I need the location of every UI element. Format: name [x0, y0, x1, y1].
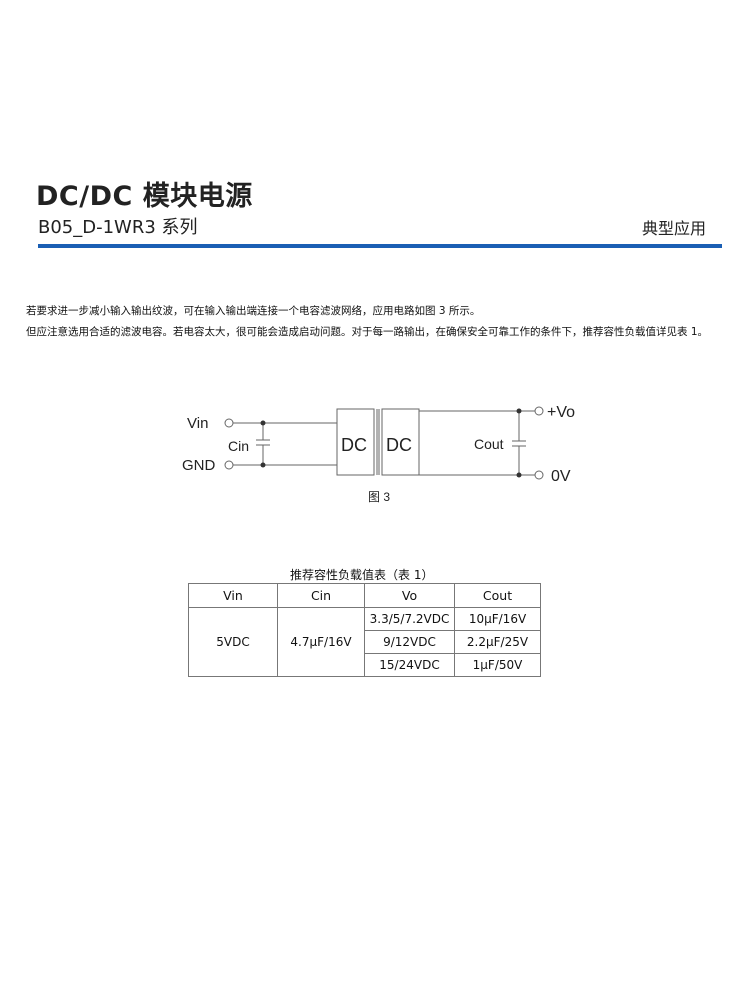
- cell-vo: 9/12VDC: [364, 630, 455, 654]
- cell-cout: 10μF/16V: [454, 607, 541, 631]
- vo-pos-label: +Vo: [547, 404, 575, 421]
- header-cin: Cin: [277, 583, 365, 608]
- header-divider: [38, 244, 722, 248]
- vo-pos-terminal: [534, 406, 544, 416]
- cin-label: Cin: [228, 438, 249, 454]
- figure-caption: 图 3: [368, 490, 390, 504]
- dc-left-label: DC: [341, 435, 367, 455]
- header-vo: Vo: [364, 583, 455, 608]
- cell-cout: 2.2μF/25V: [454, 630, 541, 654]
- dc-box-right: [381, 408, 420, 476]
- vo-zero-label: 0V: [551, 468, 571, 485]
- junction-dot: [516, 472, 522, 478]
- series-subtitle: B05_D-1WR3 系列: [38, 217, 198, 238]
- gnd-terminal: [224, 460, 234, 470]
- cell-vo: 3.3/5/7.2VDC: [364, 607, 455, 631]
- paragraph-1: 若要求进一步减小输入输出纹波，可在输入输出端连接一个电容滤波网络，应用电路如图 …: [26, 305, 481, 317]
- table-row: 15/24VDC 1μF/50V: [189, 653, 541, 677]
- vin-terminal: [224, 418, 234, 428]
- vin-label: Vin: [187, 415, 208, 432]
- header-vin: Vin: [188, 583, 278, 608]
- cout-label: Cout: [474, 436, 504, 452]
- section-label: 典型应用: [641, 219, 706, 238]
- paragraph-2: 但应注意选用合适的滤波电容。若电容太大，很可能会造成启动问题。对于每一路输出，在…: [26, 326, 709, 338]
- page-title: DC/DC 模块电源: [36, 181, 253, 212]
- cell-vo: 15/24VDC: [364, 653, 455, 677]
- table-header-row: Vin Cin Vo Cout: [188, 583, 541, 608]
- dc-box-left: [336, 408, 375, 476]
- table-row: 5VDC 4.7μF/16V 3.3/5/7.2VDC 10μF/16V: [188, 607, 541, 677]
- vo-zero-terminal: [534, 470, 544, 480]
- table-title: 推荐容性负载值表（表 1）: [290, 568, 434, 582]
- capacitive-load-table: Vin Cin Vo Cout 5VDC 4.7μF/16V 3.3/5/7.2…: [188, 583, 541, 677]
- cell-cout: 1μF/50V: [454, 653, 541, 677]
- gnd-label: GND: [182, 457, 216, 474]
- junction-dot: [260, 462, 266, 468]
- cell-cin: 4.7μF/16V: [277, 607, 365, 677]
- header-cout: Cout: [454, 583, 541, 608]
- dc-right-label: DC: [386, 435, 412, 455]
- cell-vin: 5VDC: [188, 607, 278, 677]
- junction-dot: [516, 408, 522, 414]
- junction-dot: [260, 420, 266, 426]
- application-circuit-diagram: Vin GND Cin DC DC Cout +Vo 0V 图 3: [182, 404, 575, 504]
